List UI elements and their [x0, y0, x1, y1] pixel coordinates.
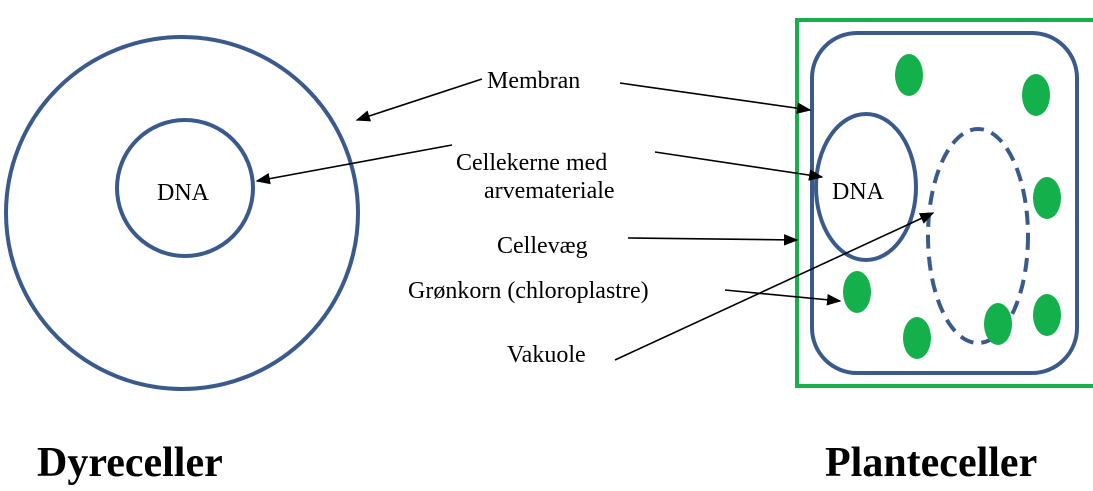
- chloroplast-arrow: [725, 290, 840, 301]
- chloroplast: [843, 271, 871, 313]
- nucleus-label-line2: arvemateriale: [484, 178, 615, 204]
- plant-cell-vacuole: [928, 129, 1028, 343]
- cell-wall-label: Cellevæg: [497, 233, 588, 259]
- animal-nucleus-dna-label: DNA: [157, 180, 210, 206]
- chloroplast: [1033, 177, 1061, 219]
- animal-cell-title: Dyreceller: [37, 440, 223, 486]
- plant-nucleus-dna-label: DNA: [832, 179, 885, 205]
- chloroplast: [1033, 294, 1061, 336]
- animal-cell-membrane: [6, 37, 358, 389]
- membrane-arrow-left: [357, 79, 482, 120]
- plant-cell-title: Planteceller: [825, 440, 1037, 486]
- animal-cell: DNA: [6, 37, 358, 389]
- membrane-arrow-right: [620, 83, 810, 110]
- chloroplast: [984, 303, 1012, 345]
- membrane-label: Membran: [487, 68, 580, 94]
- chloroplast-label: Grønkorn (chloroplastre): [408, 278, 649, 304]
- chloroplast: [903, 317, 931, 359]
- vacuole-arrow: [615, 213, 933, 360]
- vacuole-label: Vakuole: [507, 342, 586, 368]
- plant-cell: DNA: [797, 20, 1093, 386]
- chloroplast-group: [843, 54, 1061, 359]
- nucleus-label-line1: Cellekerne med: [456, 150, 607, 176]
- chloroplast: [1022, 74, 1050, 116]
- cell-wall-arrow: [628, 238, 797, 240]
- chloroplast: [895, 54, 923, 96]
